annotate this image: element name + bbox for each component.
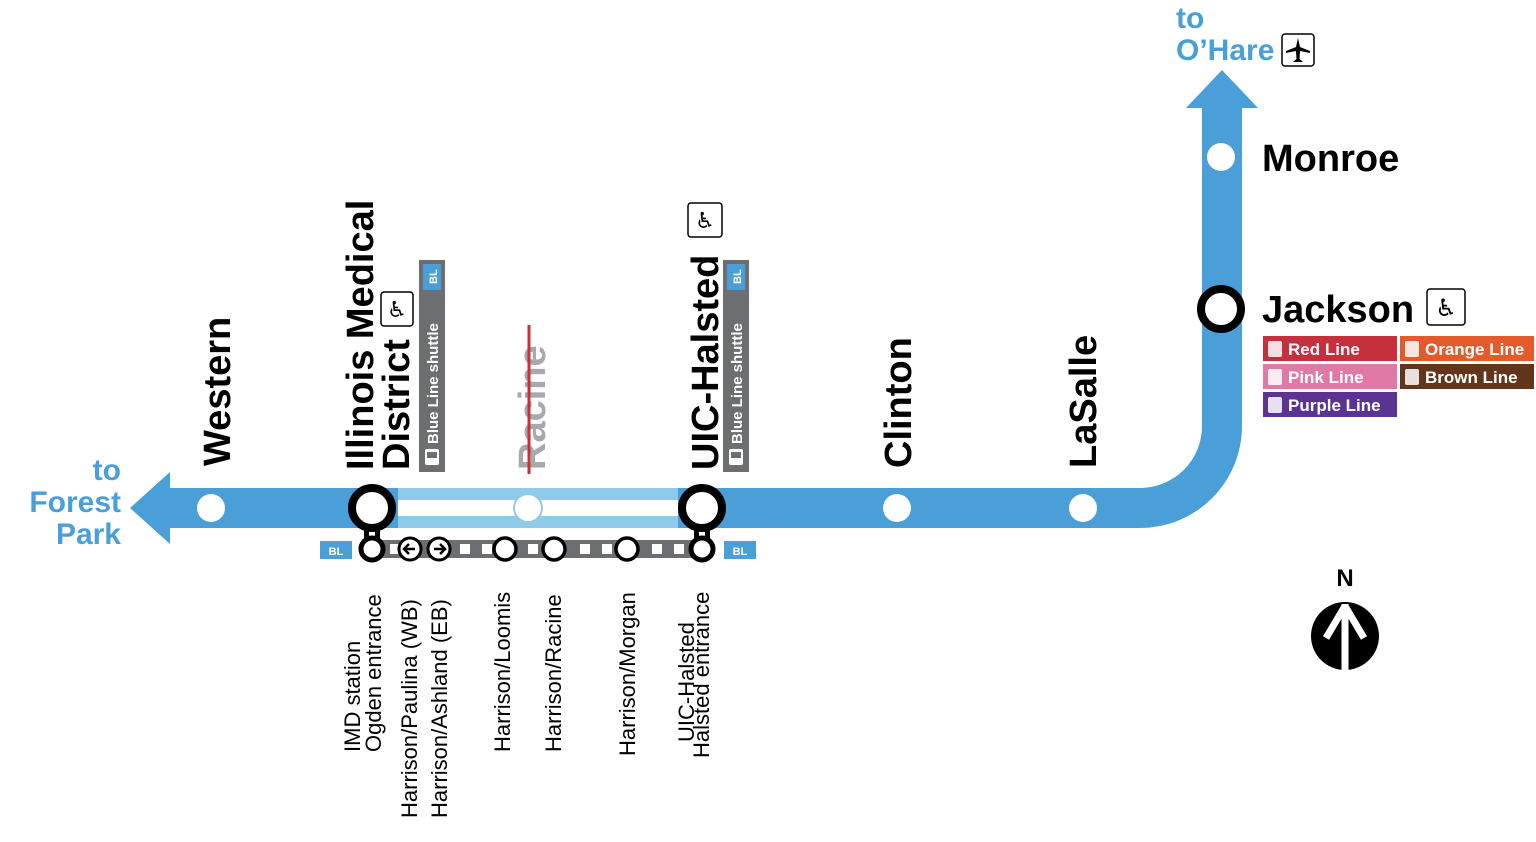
uic-accessible-icon: ♿ [687, 202, 723, 238]
shuttle-stop-racine[interactable] [541, 536, 567, 562]
station-jackson[interactable] [1197, 285, 1245, 333]
uic-connector [678, 484, 726, 563]
svg-text:♿: ♿ [1435, 294, 1457, 322]
train-icon [1268, 341, 1282, 357]
shuttle-stop-ashland[interactable] [426, 536, 452, 562]
svg-text:O’Hare: O’Hare [1176, 34, 1274, 67]
transfer-orange-line[interactable]: Orange Line [1400, 336, 1534, 361]
svg-text:UIC-Halsted: UIC-Halsted [674, 622, 699, 742]
imd-connector [348, 484, 396, 563]
station-label-clinton: Clinton [878, 337, 920, 468]
station-label-uic-halsted: UIC-Halsted [685, 255, 727, 470]
west-arrow [130, 472, 170, 544]
transfer-brown-line[interactable]: Brown Line [1400, 364, 1534, 389]
svg-text:BL: BL [732, 269, 744, 284]
svg-text:BL: BL [428, 269, 440, 284]
shuttle-badge-left-text: BL [329, 546, 344, 558]
svg-text:Brown Line: Brown Line [1425, 368, 1518, 387]
shuttle-stop-loomis[interactable] [492, 536, 518, 562]
station-label-jackson: Jackson [1262, 289, 1414, 331]
shuttle-route-dashes [390, 544, 684, 554]
svg-text:Ogden entrance: Ogden entrance [361, 594, 386, 752]
station-label-western: Western [197, 317, 239, 466]
svg-text:♿: ♿ [387, 298, 407, 323]
train-icon [1268, 397, 1282, 413]
shuttle-stop-morgan[interactable] [614, 536, 640, 562]
blue-line-east-segment [678, 100, 1242, 528]
airplane-icon [1281, 33, 1315, 67]
svg-text:♿: ♿ [695, 209, 715, 234]
uic-shuttle-tag: BL Blue Line shuttle [723, 260, 749, 472]
svg-text:IMD station: IMD station [340, 641, 365, 752]
station-lasalle[interactable] [1069, 494, 1097, 522]
arrow-right-icon [434, 543, 447, 555]
racine-closed-label: Racine [512, 325, 554, 474]
shuttle-stop-labels: IMD station Ogden entrance Harrison/Paul… [340, 592, 714, 818]
station-label-imd-line1: Illinois Medical [340, 200, 382, 470]
north-arrow [1186, 70, 1258, 108]
svg-text:Harrison/Loomis: Harrison/Loomis [490, 592, 515, 752]
transfer-pink-line[interactable]: Pink Line [1263, 364, 1397, 389]
svg-text:Harrison/Racine: Harrison/Racine [541, 594, 566, 752]
station-label-lasalle: LaSalle [1063, 335, 1105, 468]
compass: N [1311, 565, 1379, 670]
train-icon [1405, 369, 1419, 385]
svg-text:Forest: Forest [29, 486, 121, 519]
train-icon [1268, 369, 1282, 385]
north-direction-label: to O’Hare [1176, 2, 1315, 67]
arrow-left-icon [402, 543, 415, 555]
svg-text:Halsted entrance: Halsted entrance [689, 592, 714, 758]
svg-text:Purple Line: Purple Line [1288, 396, 1381, 415]
svg-text:Harrison/Ashland (EB): Harrison/Ashland (EB) [427, 599, 452, 818]
shuttle-badge-right-text: BL [733, 546, 748, 558]
compass-north-label: N [1336, 565, 1353, 592]
station-clinton[interactable] [883, 494, 911, 522]
station-monroe[interactable] [1207, 143, 1235, 171]
station-label-racine: Racine [512, 345, 554, 470]
shuttle-badge-left [320, 541, 352, 559]
svg-text:Orange Line: Orange Line [1425, 340, 1524, 359]
shuttle-stop-paulina[interactable] [397, 536, 423, 562]
svg-text:Pink Line: Pink Line [1288, 368, 1364, 387]
jackson-accessible-icon: ♿ [1426, 288, 1466, 326]
transfer-purple-line[interactable]: Purple Line [1263, 392, 1397, 417]
station-racine-closed[interactable] [513, 493, 543, 523]
station-label-imd-line2: District [376, 339, 418, 470]
svg-text:Blue Line shuttle: Blue Line shuttle [729, 323, 746, 444]
station-label-monroe: Monroe [1262, 138, 1399, 180]
shuttle-badge-right [724, 541, 756, 559]
imd-shuttle-tag: BL Blue Line shuttle [419, 260, 445, 472]
svg-text:Park: Park [56, 518, 121, 551]
svg-text:Red Line: Red Line [1288, 340, 1360, 359]
station-western[interactable] [197, 494, 225, 522]
svg-text:to: to [1176, 2, 1204, 35]
train-icon [1405, 341, 1419, 357]
imd-accessible-icon: ♿ [380, 291, 414, 327]
west-direction-label: to Forest Park [29, 454, 121, 551]
svg-text:Harrison/Morgan: Harrison/Morgan [615, 592, 640, 756]
svg-text:to: to [93, 454, 121, 487]
svg-text:Blue Line shuttle: Blue Line shuttle [425, 323, 442, 444]
transfer-red-line[interactable]: Red Line [1263, 336, 1397, 361]
svg-text:Harrison/Paulina (WB): Harrison/Paulina (WB) [397, 599, 422, 818]
